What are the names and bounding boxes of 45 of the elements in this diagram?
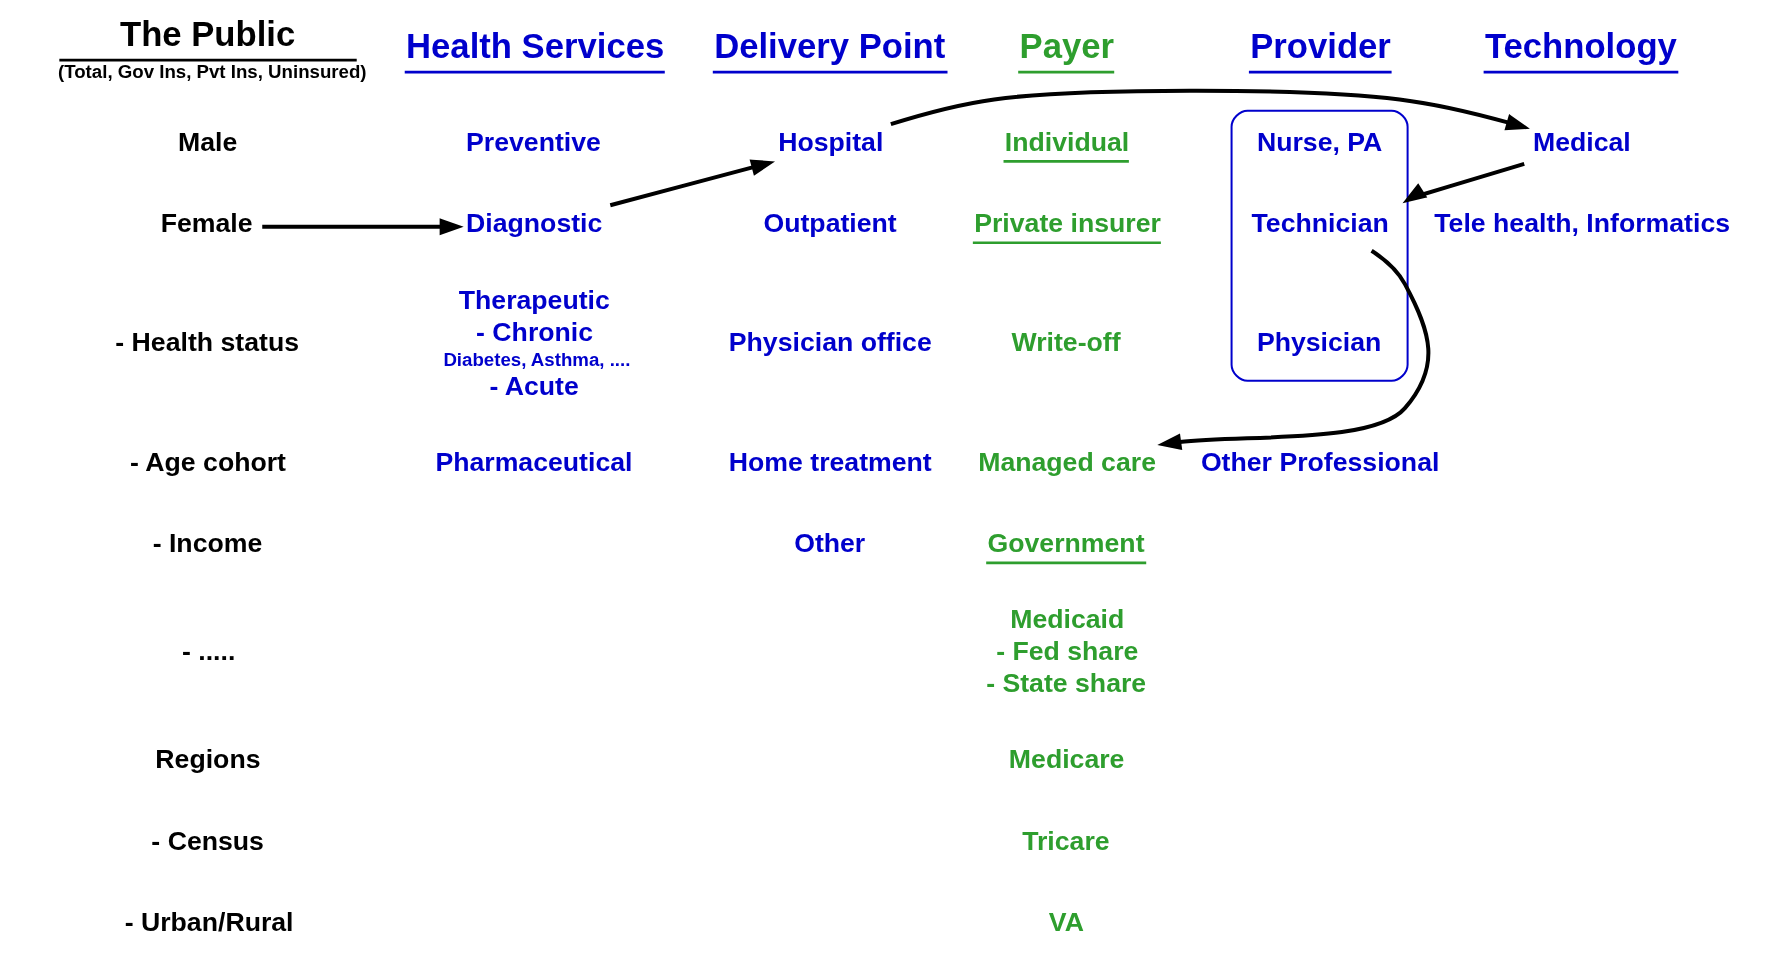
- node-text: - Urban/Rural: [124, 906, 294, 937]
- node-text: Physician office: [728, 327, 932, 358]
- node-text: Nurse, PA: [1256, 126, 1382, 157]
- node-text: Health Services: [405, 27, 664, 66]
- node-text: Outpatient: [762, 208, 897, 239]
- node-text: Government: [987, 528, 1145, 559]
- node-text: Medicaid - Fed share - State share: [985, 604, 1146, 699]
- node-text: - Age cohort: [129, 446, 286, 477]
- node-text: Medicare: [1008, 744, 1124, 775]
- arrow: [609, 159, 775, 208]
- node-text: Provider: [1249, 27, 1391, 66]
- node-text: - Health status: [114, 327, 299, 358]
- node-text: Write-off: [1011, 327, 1121, 358]
- node-text: Home treatment: [728, 446, 932, 477]
- node-text: Female: [160, 208, 253, 239]
- node-text: Private insurer: [973, 208, 1161, 239]
- node-text: Tele health, Informatics: [1433, 208, 1730, 239]
- node-text: Regions: [154, 744, 261, 775]
- arrow: [889, 88, 1530, 131]
- node-text: - Census: [150, 825, 264, 856]
- arrow: [1156, 249, 1430, 451]
- node-text: Male: [177, 126, 237, 157]
- node-text: VA: [1048, 906, 1084, 937]
- node-text: Payer: [1019, 27, 1114, 66]
- node-text: Other Professional: [1200, 446, 1439, 477]
- node-text: The Public (Total, Gov Ins, Pvt Ins, Uninsured): [57, 15, 367, 82]
- node-text: Technician: [1251, 208, 1389, 239]
- node-text: Physician: [1256, 327, 1381, 358]
- node-text: Medical: [1532, 126, 1631, 157]
- cluster: [1230, 109, 1409, 382]
- arrow: [1402, 161, 1525, 204]
- node-text: Other: [793, 528, 865, 559]
- node-text: Technology: [1484, 27, 1677, 66]
- node-text: Hospital: [777, 126, 883, 157]
- node-text: Individual: [1004, 126, 1129, 157]
- node-text: Therapeutic - Chronic Diabetes, Asthma, .... - Acute: [442, 284, 630, 402]
- arrow: [261, 218, 464, 236]
- node-text: - .....: [181, 636, 235, 667]
- node-text: - Income: [152, 528, 262, 559]
- node-text: Delivery Point: [713, 27, 945, 66]
- node-text: Managed care: [977, 446, 1156, 477]
- node-text: Diagnostic: [465, 208, 602, 239]
- node-text: Tricare: [1021, 825, 1110, 856]
- node-text: Preventive: [465, 126, 601, 157]
- node-text: Pharmaceutical: [434, 446, 632, 477]
